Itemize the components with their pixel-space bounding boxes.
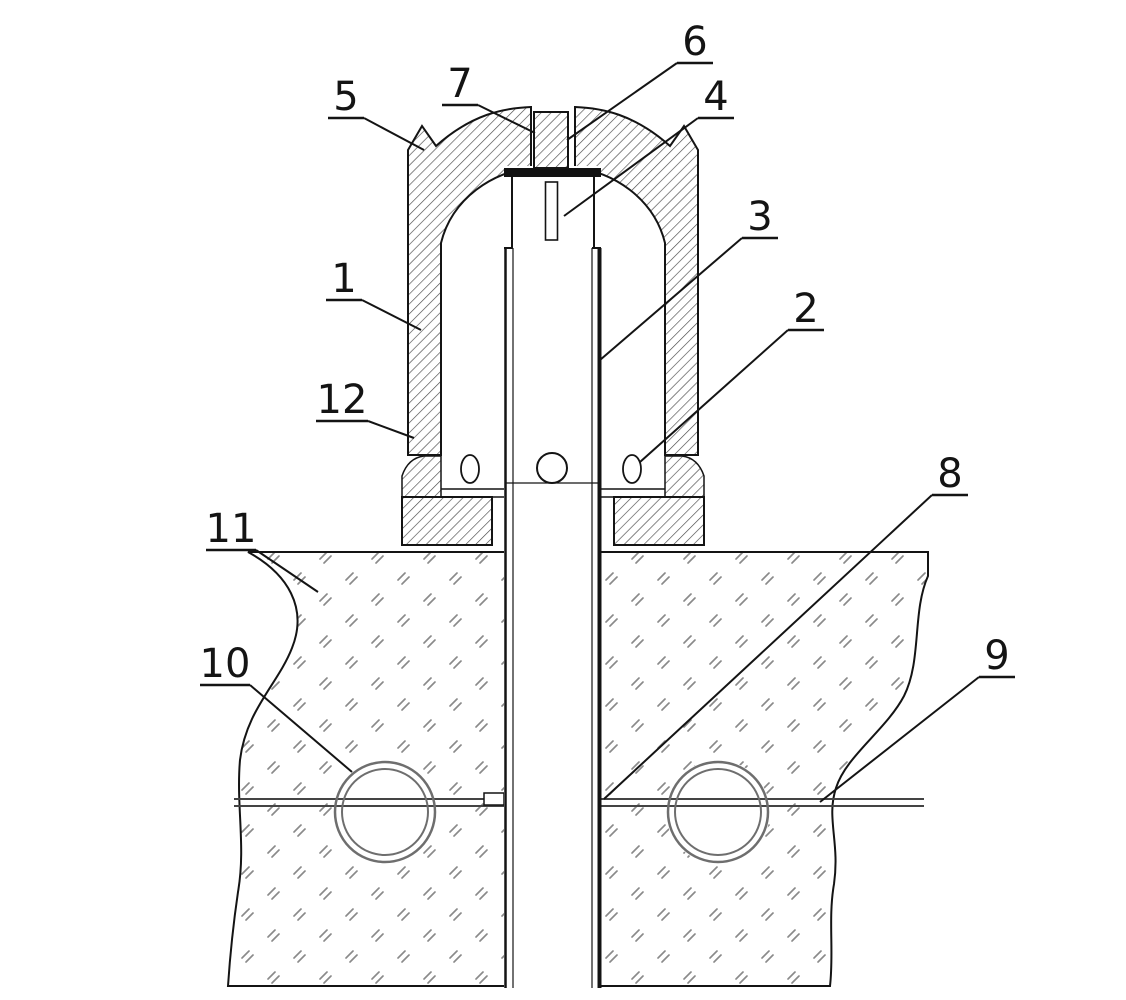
bell-skirt-right — [664, 455, 705, 498]
callout-12: 12 — [316, 377, 415, 439]
callout-8: 8 — [603, 451, 968, 800]
callout-3-leader — [599, 237, 743, 361]
callout-1-leader — [361, 299, 422, 331]
bell-skirt-left — [401, 455, 442, 498]
callout-9: 9 — [819, 633, 1015, 803]
callout-7-leader — [477, 104, 536, 134]
callout-9-leader — [819, 676, 980, 803]
callout-2-label: 2 — [793, 286, 818, 332]
callout-8-label: 8 — [937, 451, 962, 497]
right-bolt-hole — [622, 454, 642, 484]
callout-2-leader — [639, 329, 789, 463]
callout-5: 5 — [328, 74, 425, 151]
callout-11-leader — [255, 549, 319, 593]
callout-1: 1 — [326, 256, 422, 331]
flange-block-left — [401, 496, 493, 546]
callout-10-leader — [249, 684, 353, 773]
callout-12-leader — [367, 420, 415, 439]
bell-housing — [401, 105, 705, 546]
center-tube — [504, 111, 602, 988]
callout-12-label: 12 — [317, 377, 368, 423]
tube-center-hole — [536, 452, 568, 484]
plug — [533, 111, 569, 169]
callout-4-leader — [563, 117, 699, 217]
tube-interior — [504, 166, 601, 988]
left-pipe-outer-ring — [333, 760, 437, 864]
left-pipe-bore — [333, 760, 437, 864]
callout-7: 7 — [442, 61, 536, 134]
callout-4: 4 — [563, 74, 734, 217]
callout-11-label: 11 — [206, 506, 257, 552]
callout-1-label: 1 — [331, 256, 356, 302]
callout-7-label: 7 — [447, 61, 472, 107]
inner-slot — [544, 181, 559, 241]
callout-2: 2 — [639, 286, 824, 463]
flange-block-right — [613, 496, 705, 546]
callout-4-label: 4 — [703, 74, 728, 120]
pipe-run — [234, 760, 924, 864]
callout-8-leader — [603, 494, 933, 800]
callout-5-label: 5 — [333, 74, 358, 120]
right-pipe-outer-ring — [666, 760, 770, 864]
callout-11: 11 — [206, 506, 319, 593]
right-pipe-bore — [666, 760, 770, 864]
bell-wall-left — [407, 105, 532, 456]
callout-3: 3 — [599, 194, 778, 361]
callout-6-label: 6 — [682, 19, 707, 65]
callout-5-leader — [363, 117, 425, 151]
pipe-line-junction-notch — [483, 792, 505, 806]
callout-10-label: 10 — [200, 641, 251, 687]
left-pipe-inner-ring — [341, 768, 429, 856]
callout-6: 6 — [566, 19, 713, 141]
left-bolt-hole — [460, 454, 480, 484]
callout-6-leader — [566, 62, 678, 141]
callout-10: 10 — [200, 641, 353, 773]
bell-wall-right — [574, 105, 699, 456]
callouts: 5 7 6 4 3 1 2 — [200, 19, 1015, 803]
top-cap-bar — [504, 168, 601, 177]
callout-3-label: 3 — [747, 194, 772, 240]
right-pipe-inner-ring — [674, 768, 762, 856]
callout-9-label: 9 — [984, 633, 1009, 679]
